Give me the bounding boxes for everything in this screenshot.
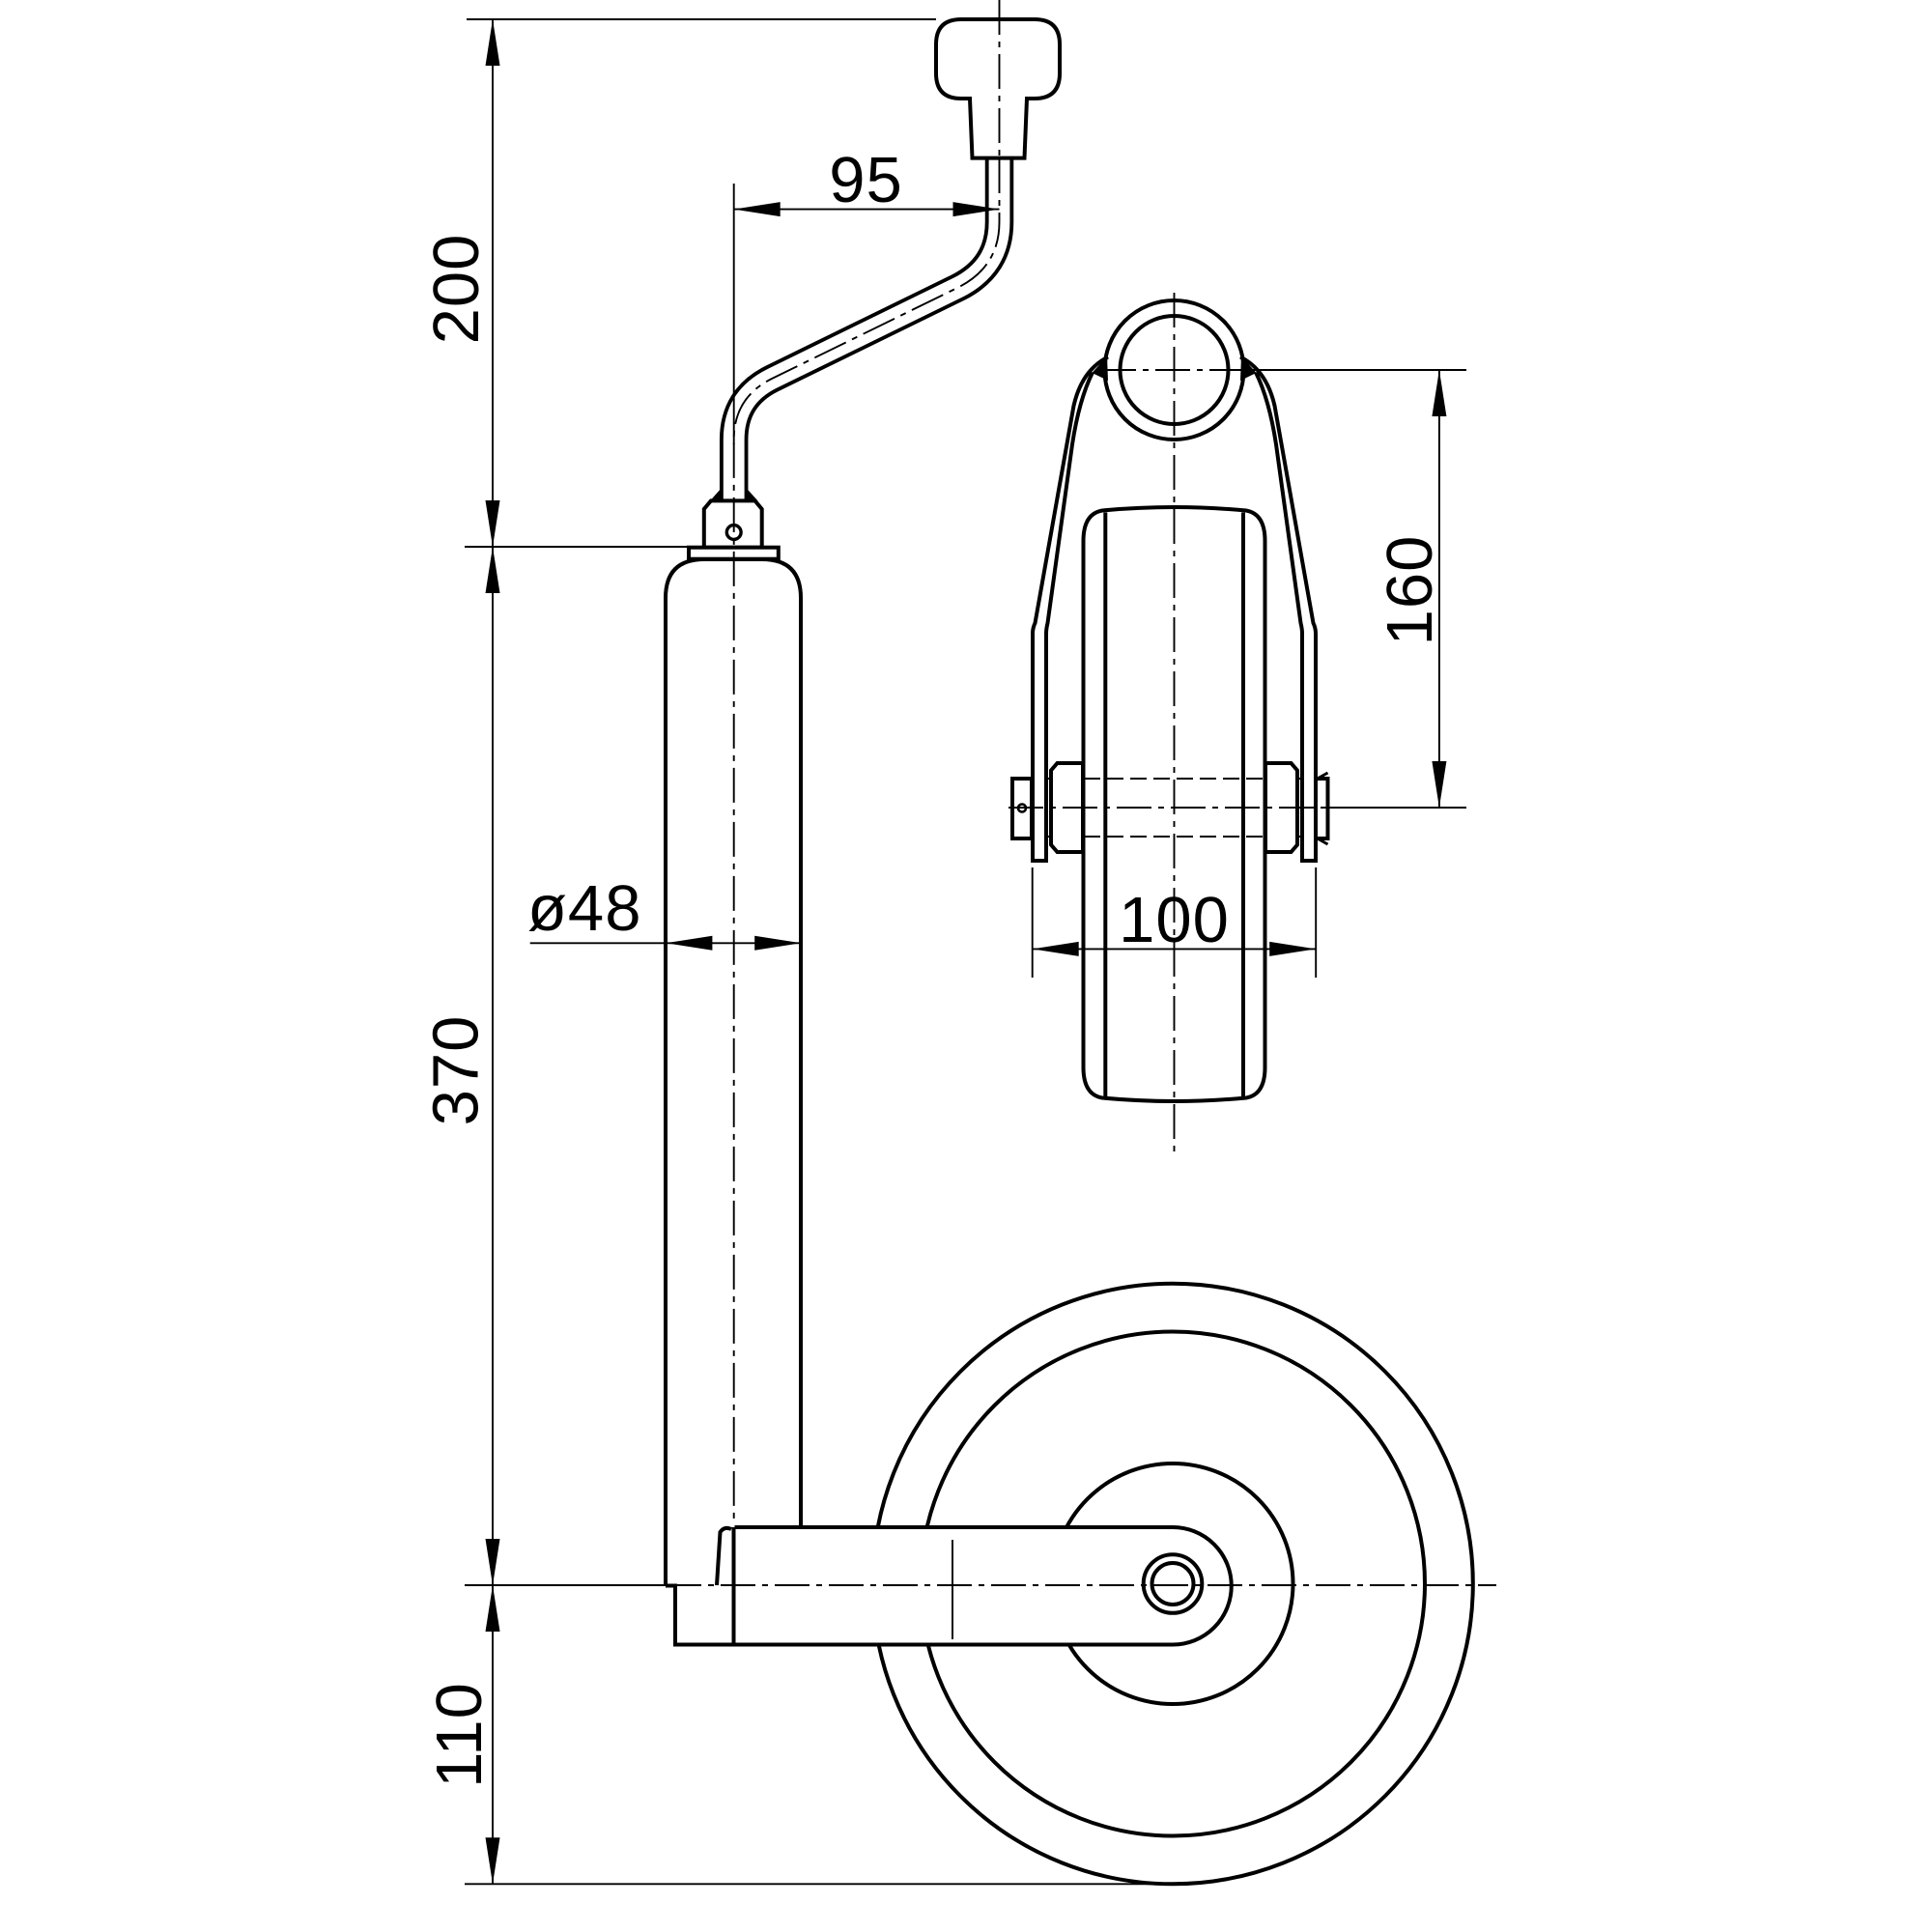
svg-text:370: 370 (420, 1015, 493, 1126)
svg-text:200: 200 (420, 234, 493, 345)
svg-text:ø48: ø48 (527, 872, 641, 945)
svg-text:160: 160 (1374, 535, 1446, 646)
svg-text:95: 95 (829, 144, 903, 216)
svg-text:110: 110 (423, 1682, 496, 1788)
svg-text:100: 100 (1119, 884, 1230, 956)
